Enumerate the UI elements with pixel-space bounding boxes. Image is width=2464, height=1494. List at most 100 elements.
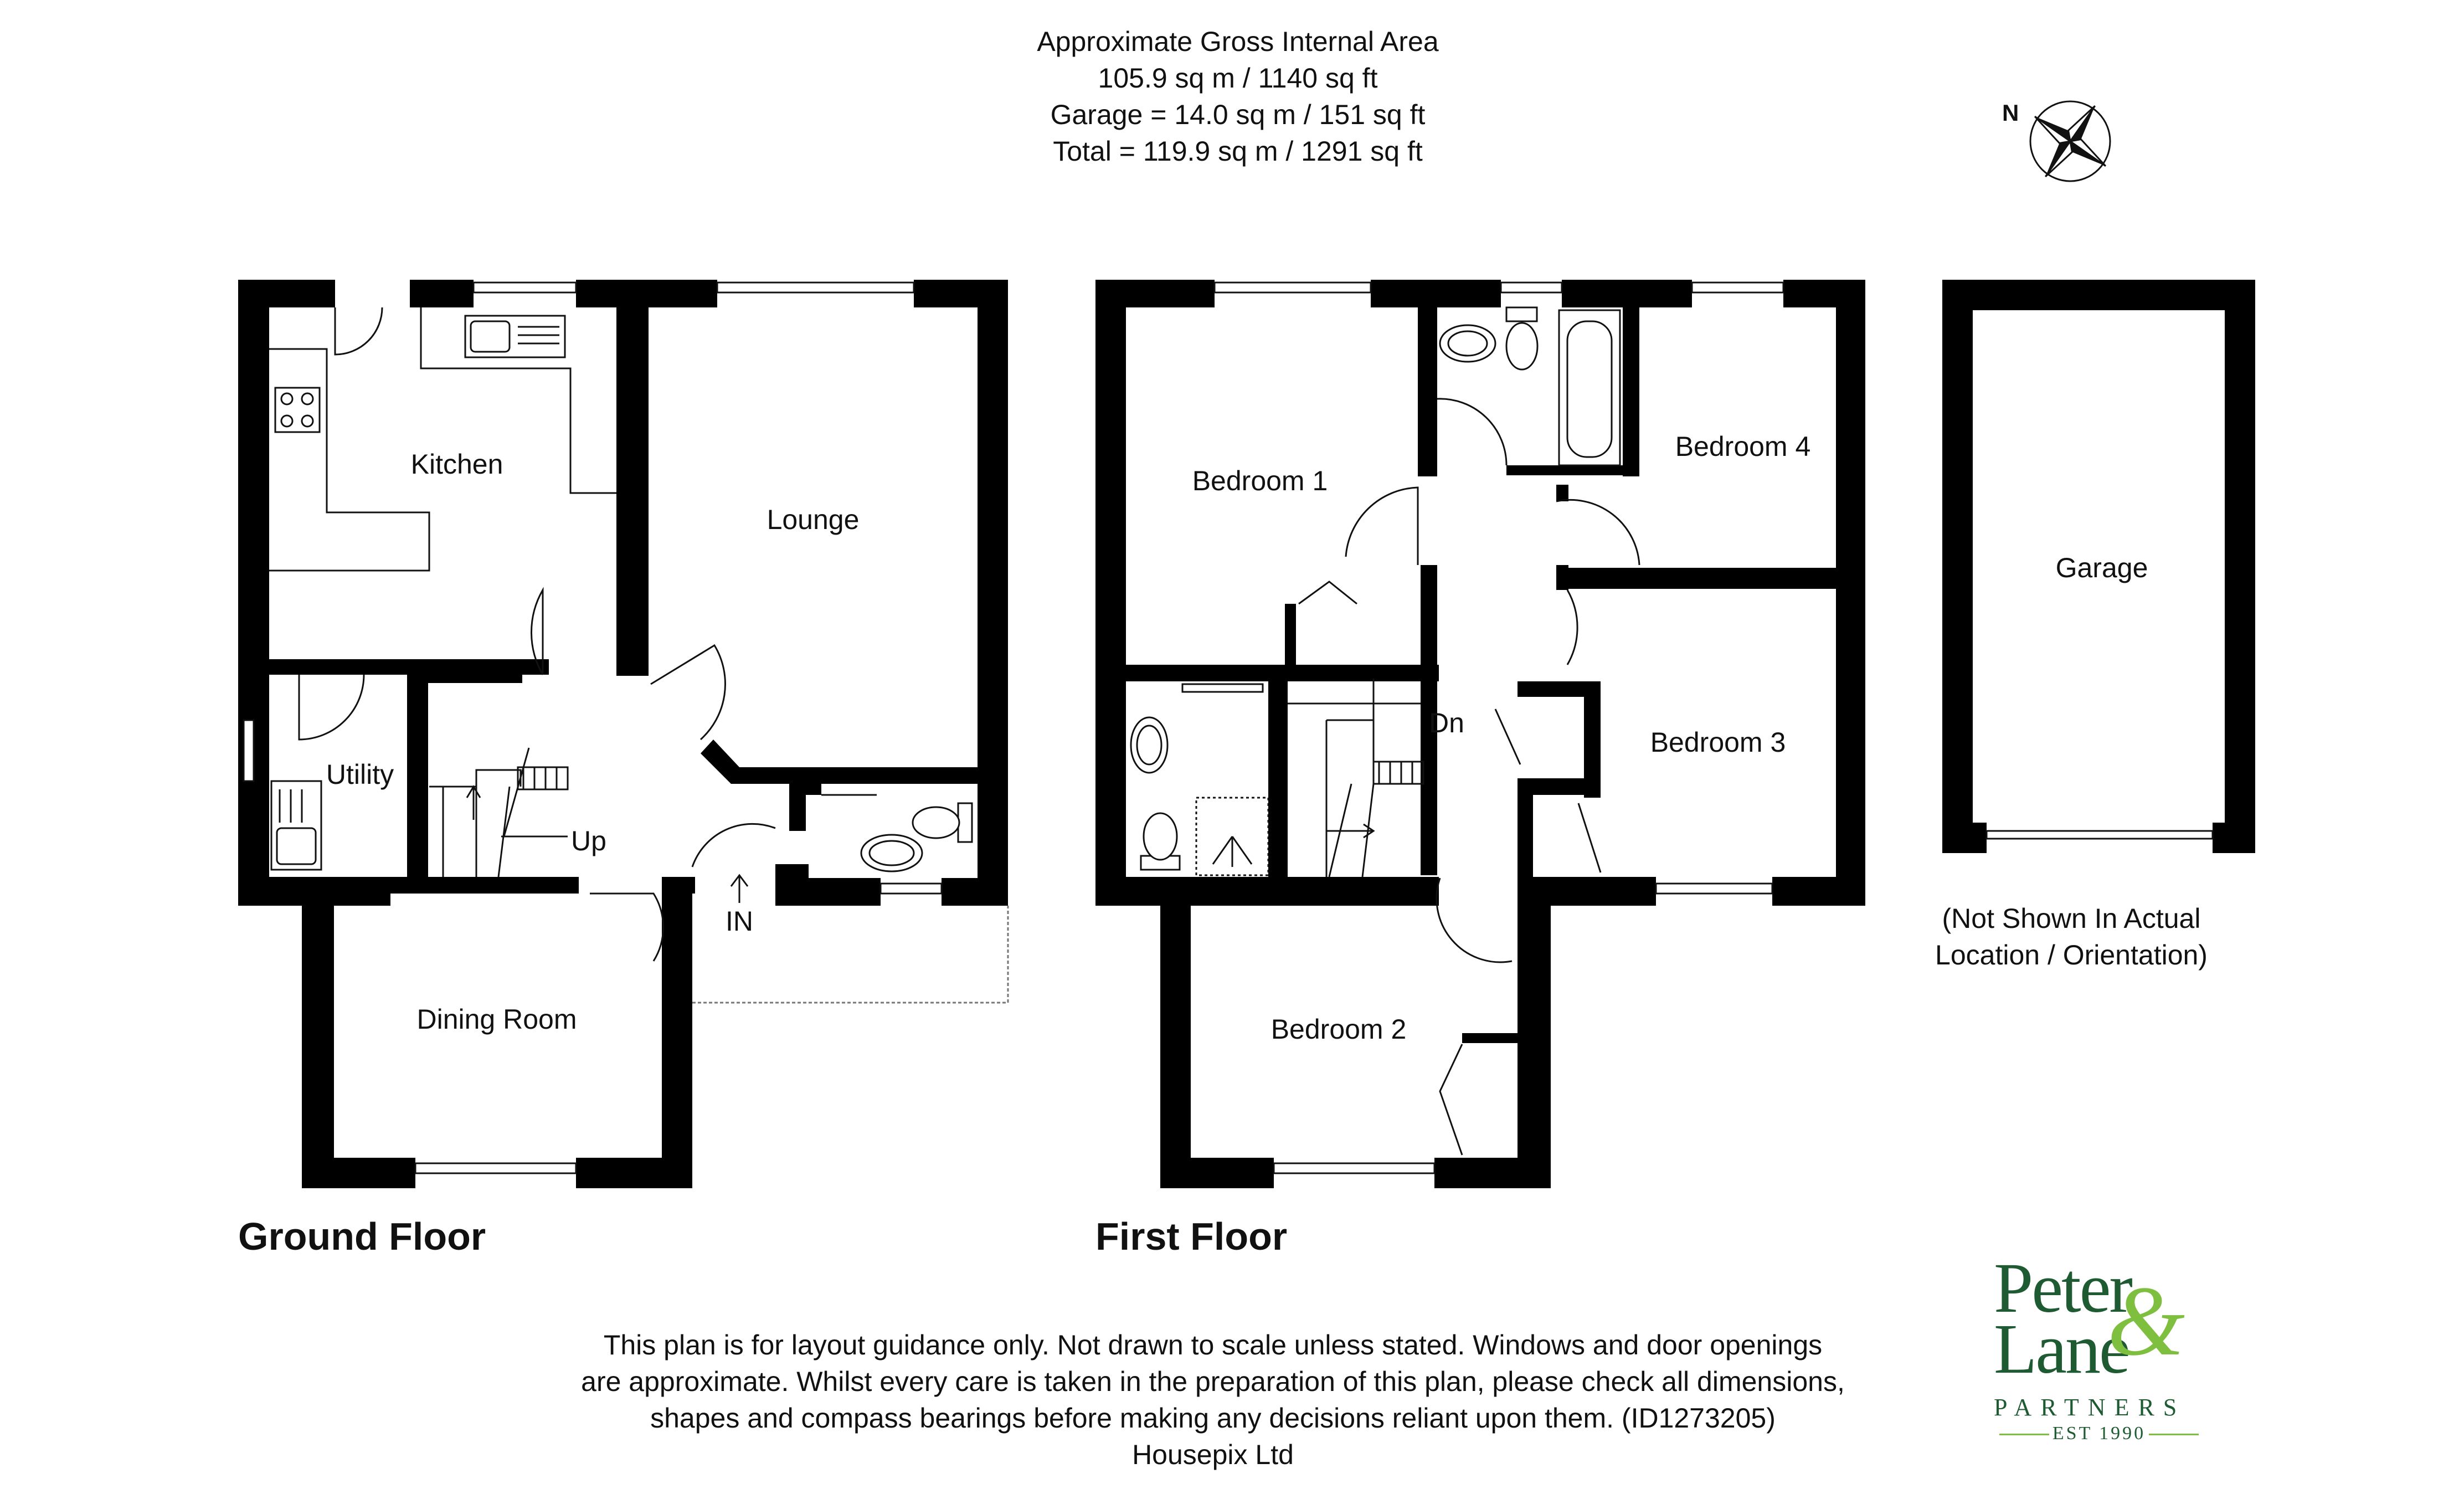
compass-icon [2029, 100, 2111, 182]
gf-wall-wc-bottom [775, 878, 881, 906]
garage-wall-left [1942, 280, 1973, 853]
ff-window-bath [1500, 281, 1563, 294]
north-label: N [2002, 100, 2019, 126]
label-bedroom-3: Bedroom 3 [1650, 727, 1786, 758]
first-floor-title: First Floor [1095, 1215, 1288, 1258]
gf-wall-kitchen-bottom [269, 659, 549, 675]
ff-wall-bed4-left2 [1556, 565, 1568, 590]
ff-wall-bath-right [1623, 307, 1639, 476]
ff-door-bed1 [1345, 486, 1419, 565]
gf-wall-wc-left [806, 778, 821, 795]
ff-door-bed3-cupboard [1494, 709, 1602, 873]
gf-kitchen-counter [420, 307, 616, 494]
ff-wall-bottom-rr [1772, 877, 1865, 906]
first-floor-plan: Bedroom 1 Bedroom 4 Bedroom 3 Bedroom 2 … [1095, 280, 1865, 1188]
gf-window-wc [879, 882, 943, 895]
label-dn: Dn [1429, 707, 1464, 738]
area-summary: Approximate Gross Internal Area 105.9 sq… [864, 23, 1612, 170]
basin-icon [860, 834, 923, 872]
ff-door-bath [1437, 398, 1508, 466]
gf-wall-dining-right [662, 889, 692, 1188]
shower-toilet-icon [1140, 812, 1181, 871]
logo-partners: PARTNERS [1994, 1394, 2186, 1421]
ff-window-bed4 [1691, 281, 1784, 294]
ff-wall-bed1-cupboard [1285, 604, 1296, 665]
ff-window-bed3 [1655, 882, 1773, 895]
gf-wall-top-mid2 [576, 280, 717, 307]
logo-est: EST 1990 [2052, 1423, 2146, 1444]
ff-wall-top-l [1095, 280, 1215, 307]
garage-note: (Not Shown In Actual Location / Orientat… [1872, 900, 2271, 973]
garage-plan: Garage [1942, 280, 2255, 853]
label-dining-room: Dining Room [416, 1004, 577, 1035]
ff-door-bed2 [1436, 877, 1513, 963]
gf-wall-wc-top [789, 778, 806, 831]
utility-sink-icon [270, 780, 322, 871]
gf-door-utility [298, 674, 365, 741]
ff-wall-bath-left [1418, 307, 1437, 476]
disclaimer-line4: Housepix Ltd [1132, 1439, 1294, 1470]
label-bedroom-1: Bedroom 1 [1192, 465, 1328, 496]
bath-icon [1558, 309, 1621, 466]
hob-icon [274, 387, 321, 433]
ff-wall-bed2-cupboard [1462, 1033, 1518, 1043]
gf-wall-utility-right [407, 675, 428, 877]
logo-line1: Peter [1994, 1249, 2133, 1327]
ff-basin-icon [1439, 324, 1496, 363]
gf-window-kitchen [472, 281, 577, 294]
logo-rule-right [2149, 1434, 2199, 1435]
gf-wall-right [978, 280, 1008, 906]
label-kitchen: Kitchen [411, 449, 503, 480]
area-total: Total = 119.9 sq m / 1291 sq ft [1053, 136, 1423, 167]
label-garage: Garage [2056, 552, 2148, 583]
gf-wall-lounge-diagonal [701, 740, 978, 784]
ff-door-bed4 [1556, 499, 1640, 566]
ff-wall-shower-right [1268, 673, 1288, 877]
ff-door-cupboard [1298, 581, 1357, 605]
area-garage: Garage = 14.0 sq m / 151 sq ft [1050, 99, 1426, 130]
ff-wall-bottom-l [1095, 877, 1439, 906]
ff-wall-bed2-bottom-l [1160, 1158, 1274, 1188]
shower-basin-icon [1130, 716, 1169, 774]
ff-wall-bed2-right [1518, 889, 1551, 1188]
garage-wall-bottom-l [1942, 823, 1987, 853]
gf-wall-left [238, 280, 269, 906]
gf-wall-dining-left [302, 889, 334, 1188]
ff-wall-bed4-left [1556, 485, 1568, 501]
ff-window-bed2 [1273, 1162, 1436, 1174]
ff-wall-left [1095, 280, 1126, 906]
label-up: Up [571, 825, 606, 856]
gf-kitchen-units [269, 348, 430, 572]
gf-wall-dining-bottom-l [302, 1158, 415, 1188]
ff-wall-bed3-cupboard [1518, 681, 1584, 697]
gf-window-dining [414, 1162, 577, 1174]
ff-wall-bed2-left [1160, 889, 1191, 1188]
logo-ampersand: & [2107, 1266, 2185, 1376]
garage-note-line1: (Not Shown In Actual [1942, 903, 2201, 934]
disclaimer: This plan is for layout guidance only. N… [554, 1327, 1872, 1473]
disclaimer-line1: This plan is for layout guidance only. N… [603, 1329, 1823, 1360]
ff-window-shower [1181, 683, 1264, 693]
ff-wall-top-m [1371, 280, 1501, 307]
garage-wall-bottom-r [2213, 823, 2255, 853]
label-bedroom-4: Bedroom 4 [1675, 431, 1811, 462]
disclaimer-line2: are approximate. Whilst every care is ta… [581, 1366, 1845, 1397]
garage-wall-right [2225, 280, 2255, 853]
ff-wall-top-m2 [1562, 280, 1692, 307]
gf-porch-outline [692, 906, 1009, 1004]
agency-logo: Peter Lane & PARTNERS EST 1990 [1988, 1249, 2210, 1444]
gf-door-kitchen-back [334, 307, 383, 356]
logo-rule-left [1999, 1434, 2049, 1435]
ff-wall-right [1836, 280, 1865, 906]
ff-stairs [1288, 679, 1424, 877]
garage-wall-top [1942, 280, 2255, 310]
up-arrow-icon [466, 785, 481, 820]
gf-stairs [429, 747, 569, 877]
ff-window-bed1 [1213, 281, 1372, 294]
ff-wall-bed1-right [1421, 565, 1437, 665]
ff-door-bed2-cupboard [1439, 1044, 1463, 1156]
sink-icon [464, 315, 566, 358]
ff-wall-bed3-cupboard3 [1518, 778, 1533, 877]
ff-toilet-icon [1505, 306, 1539, 371]
ground-floor-plan: Kitchen Lounge Utility Up IN Dining Room [238, 280, 1009, 1188]
